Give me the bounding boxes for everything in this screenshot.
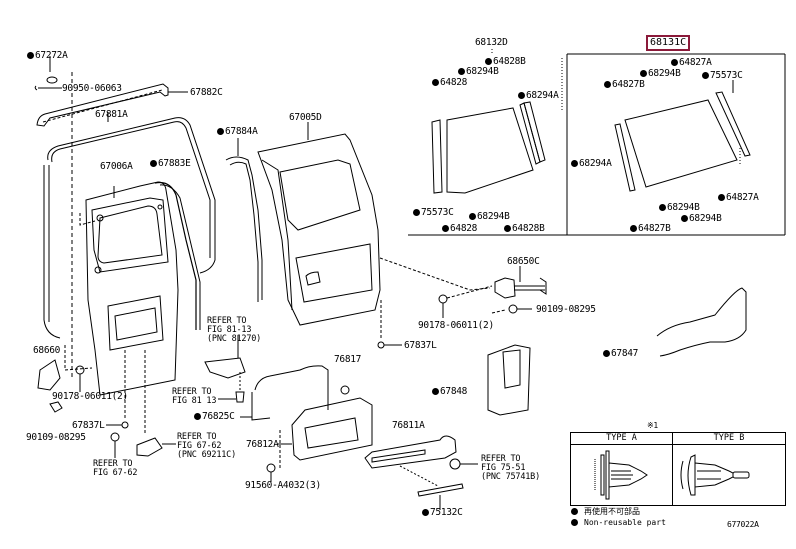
part-label-68294B-bottom-2[interactable]: 68294B: [681, 214, 722, 224]
clip-illustrations: [594, 450, 750, 500]
part-label-67881A[interactable]: 67881A: [95, 109, 128, 120]
part-label-75132C[interactable]: 75132C: [422, 508, 463, 518]
reference-fig-75-51-pnc-75741B[interactable]: REFER TO FIG 75-51 (PNC 75741B): [481, 454, 541, 482]
legend-title: ※1: [647, 421, 658, 430]
part-label-67883E[interactable]: 67883E: [150, 159, 191, 169]
part-label-75573C-right[interactable]: 75573C: [702, 71, 743, 81]
clip-type-a-icon: [594, 450, 648, 500]
legend-note-chinese: 再使用不可部品: [571, 507, 640, 517]
legend-type-a-header: TYPE A: [571, 433, 673, 445]
part-label-90109-08295-left[interactable]: 90109-08295: [26, 432, 86, 443]
part-label-64827B-bottom[interactable]: 64827B: [630, 224, 671, 234]
clip-type-legend: TYPE A TYPE B: [570, 432, 786, 506]
part-label-68660[interactable]: 68660: [33, 345, 61, 356]
part-label-67882C[interactable]: 67882C: [190, 87, 223, 98]
part-label-68294B-top-right[interactable]: 68294B: [640, 69, 681, 79]
part-label-76817[interactable]: 76817: [334, 354, 362, 365]
part-label-64827A-top[interactable]: 64827A: [671, 58, 712, 68]
part-label-75573C-left[interactable]: 75573C: [413, 208, 454, 218]
part-label-68131C-highlighted[interactable]: 68131C: [646, 35, 691, 51]
reference-fig-67-62[interactable]: REFER TO FIG 67-62: [93, 459, 138, 478]
part-label-67884A[interactable]: 67884A: [217, 127, 258, 137]
part-label-67837L-left[interactable]: 67837L: [72, 420, 105, 431]
reference-fig-81-13[interactable]: REFER TO FIG 81 13: [172, 387, 217, 406]
part-label-68294B-top-left[interactable]: 68294B: [458, 67, 499, 77]
part-label-64828-bottom[interactable]: 64828: [442, 224, 477, 234]
roof-molding-67882C: [36, 83, 188, 127]
legend-note-non-reusable: Non-reusable part: [571, 518, 666, 528]
part-label-68132D[interactable]: 68132D: [475, 37, 508, 48]
part-label-68294B-bottom-left[interactable]: 68294B: [469, 212, 510, 222]
part-label-67272A[interactable]: 67272A: [27, 51, 68, 61]
part-label-67847[interactable]: 67847: [603, 349, 638, 359]
part-label-76825C[interactable]: 76825C: [194, 412, 235, 422]
part-label-68294B-bottom-1[interactable]: 68294B: [659, 203, 700, 213]
weatherstrip-67881A: [43, 117, 216, 339]
legend-type-b-header: TYPE B: [673, 433, 785, 445]
glass-68131C-outline: [624, 99, 738, 188]
part-label-90178-06011-left[interactable]: 90178-06011(2): [52, 391, 128, 402]
part-label-76811A[interactable]: 76811A: [392, 420, 425, 431]
part-label-64828B-top[interactable]: 64828B: [485, 57, 526, 67]
part-label-76812A[interactable]: 76812A: [246, 439, 279, 450]
part-label-67006A[interactable]: 67006A: [100, 161, 133, 172]
part-label-90109-08295-right[interactable]: 90109-08295: [536, 304, 596, 315]
part-label-68294A-right[interactable]: 68294A: [571, 159, 612, 169]
reference-fig-67-62-pnc-69211C[interactable]: REFER TO FIG 67-62 (PNC 69211C): [177, 432, 237, 460]
part-label-64828-top[interactable]: 64828: [432, 78, 467, 88]
part-67847-outline: [656, 287, 747, 357]
rear-door-67005D: [257, 133, 381, 326]
figure-code: 677022A: [727, 520, 759, 529]
armrest-76811A: [364, 435, 457, 469]
part-label-67837L-right[interactable]: 67837L: [404, 340, 437, 351]
part-label-67848[interactable]: 67848: [432, 387, 467, 397]
part-label-64827A-bottom[interactable]: 64827A: [718, 193, 759, 203]
reference-fig-81-13-pnc-81270[interactable]: REFER TO FIG 81-13 (PNC 81270): [207, 316, 262, 344]
part-label-91560-A4032[interactable]: 91560-A4032(3): [245, 480, 321, 491]
part-label-90950-06063[interactable]: 90950-06063: [62, 83, 122, 94]
part-label-90178-06011-right[interactable]: 90178-06011(2): [418, 320, 494, 331]
door-check-68650C: [494, 277, 547, 299]
clip-type-b-icon: [680, 454, 750, 496]
back-door-inner-panel-67006A: [85, 181, 179, 396]
part-label-64827B-top[interactable]: 64827B: [604, 80, 645, 90]
glass-68132D-outline: [446, 107, 534, 194]
part-label-67005D[interactable]: 67005D: [289, 112, 322, 123]
part-label-68650C[interactable]: 68650C: [507, 256, 540, 267]
part-label-64828B-bottom[interactable]: 64828B: [504, 224, 545, 234]
part-label-68294A-left[interactable]: 68294A: [518, 91, 559, 101]
